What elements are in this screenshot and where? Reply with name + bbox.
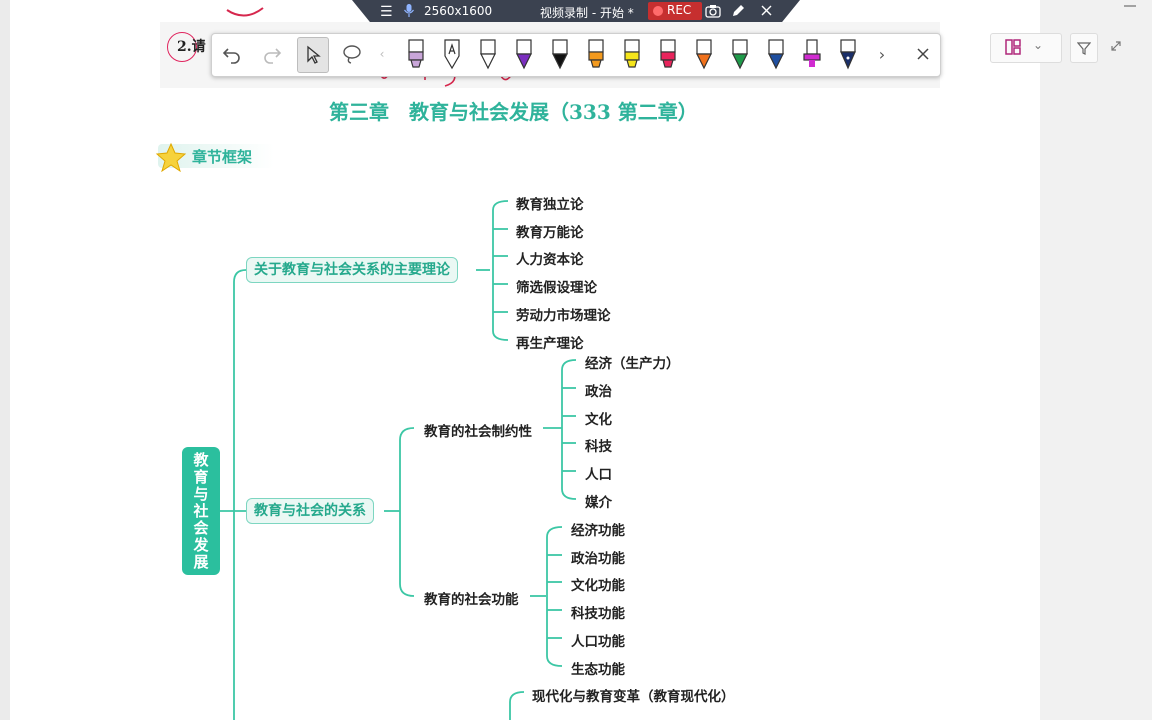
text-pen-icon (444, 39, 460, 70)
lasso-tool-button[interactable] (336, 37, 368, 71)
highlighter-icon (660, 39, 676, 68)
mic-icon[interactable] (404, 4, 414, 18)
highlighter-icon (408, 39, 424, 68)
question-number: 2.请 (177, 39, 206, 55)
leaf-function: 人口功能 (571, 634, 625, 650)
pen-icon (516, 39, 532, 70)
leaf-function: 经济功能 (571, 523, 625, 539)
chapter-title: 第三章 教育与社会发展（333 第二章） (329, 100, 698, 124)
fountain-pen-icon (840, 39, 856, 70)
chevron-down-icon: ⌄ (1033, 38, 1044, 52)
undo-button[interactable] (216, 37, 248, 71)
branch-theories: 关于教育与社会关系的主要理论 (246, 257, 458, 283)
pen-black[interactable] (544, 37, 576, 71)
pen-icon (552, 39, 568, 70)
leaf-constraint: 人口 (585, 467, 612, 483)
scroll-left-button[interactable]: ‹ (375, 37, 389, 71)
camera-icon[interactable] (705, 4, 721, 18)
pen-green[interactable] (724, 37, 756, 71)
pen-icon (696, 39, 712, 70)
scroll-right-button[interactable]: › (872, 37, 892, 71)
pen-highlighter-lilac[interactable] (400, 37, 432, 71)
minimize-icon[interactable] (1124, 4, 1136, 8)
layout-icon (1005, 39, 1021, 55)
question-circle-annotation (167, 32, 197, 62)
chevron-left-icon: ‹ (379, 47, 385, 61)
leaf-constraint: 文化 (585, 412, 612, 428)
highlighter-yellow[interactable] (616, 37, 648, 71)
sub-branch-constraints: 教育的社会制约性 (424, 424, 532, 440)
fountain-pen-navy[interactable] (832, 37, 864, 71)
leaf-modernization: 现代化与教育变革（教育现代化） (532, 689, 735, 705)
highlighter-orange[interactable] (580, 37, 612, 71)
pen-purple[interactable] (508, 37, 540, 71)
close-icon[interactable] (761, 5, 772, 16)
viewer-gutter (1040, 0, 1152, 720)
menu-icon[interactable]: ☰ (380, 4, 393, 20)
redo-icon (264, 48, 282, 64)
highlighter-icon (588, 39, 604, 68)
star-icon (155, 142, 187, 172)
branch-relations: 教育与社会的关系 (246, 498, 374, 524)
leaf-constraint: 科技 (585, 439, 612, 455)
leaf-function: 政治功能 (571, 551, 625, 567)
pen-orange[interactable] (688, 37, 720, 71)
leaf-function: 科技功能 (571, 606, 625, 622)
leaf-theory: 再生产理论 (516, 336, 584, 352)
leaf-theory: 教育独立论 (516, 197, 584, 213)
leaf-theory: 教育万能论 (516, 225, 584, 241)
pen-icon (768, 39, 784, 70)
resolution-label: 2560x1600 (424, 4, 493, 18)
leaf-function: 生态功能 (571, 662, 625, 678)
recording-title: 视频录制 - 开始 * (540, 6, 634, 20)
undo-icon (222, 48, 240, 64)
screen-recorder-bar: ☰ 2560x1600 视频录制 - 开始 * REC (352, 0, 800, 22)
redo-button[interactable] (256, 37, 288, 71)
leaf-constraint: 媒介 (585, 495, 612, 511)
lasso-icon (343, 45, 361, 64)
filter-button[interactable] (1070, 33, 1098, 63)
sub-branch-functions: 教育的社会功能 (424, 592, 519, 608)
expand-icon[interactable] (1110, 40, 1122, 52)
pen-icon (480, 39, 496, 70)
marker-magenta[interactable] (796, 37, 828, 71)
annotation-toolbar: ‹ › (211, 33, 941, 77)
document-page (10, 0, 1040, 720)
close-icon (917, 48, 929, 60)
rec-button[interactable]: REC (648, 2, 702, 20)
close-toolbar-button[interactable] (907, 37, 939, 71)
leaf-theory: 筛选假设理论 (516, 280, 597, 296)
highlighter-icon (624, 39, 640, 68)
leaf-theory: 人力资本论 (516, 252, 584, 268)
pen-icon (732, 39, 748, 70)
highlighter-pink[interactable] (652, 37, 684, 71)
pen-letter-a[interactable] (436, 37, 468, 71)
pen-white[interactable] (472, 37, 504, 71)
filter-icon (1077, 42, 1091, 55)
mindmap-root: 教育与社会发展 (182, 447, 220, 575)
select-tool-button[interactable] (297, 37, 329, 73)
section-tag: 章节框架 (192, 148, 253, 166)
pen-blue[interactable] (760, 37, 792, 71)
view-mode-dropdown[interactable]: ⌄ (990, 33, 1062, 63)
leaf-function: 文化功能 (571, 578, 625, 594)
record-dot-icon (653, 6, 663, 16)
leaf-theory: 劳动力市场理论 (516, 308, 611, 324)
marker-icon (803, 39, 821, 67)
cursor-arrow-icon (307, 45, 321, 64)
leaf-constraint: 政治 (585, 384, 612, 400)
leaf-constraint: 经济（生产力） (585, 356, 680, 372)
pen-icon[interactable] (731, 4, 745, 18)
chevron-right-icon: › (878, 44, 886, 64)
